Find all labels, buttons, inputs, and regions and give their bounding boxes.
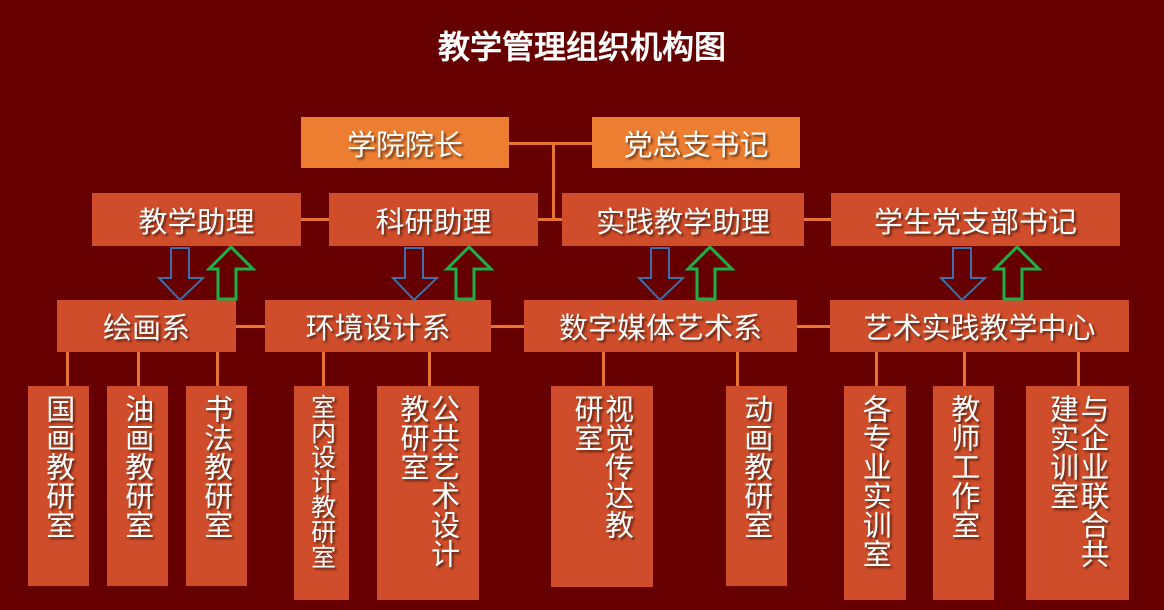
unit-box: 动画教研室 xyxy=(726,386,787,586)
up-arrow-icon xyxy=(991,244,1043,301)
connector xyxy=(1077,352,1080,386)
unit-box: 油画教研室 xyxy=(107,386,168,586)
teaching-assistant-box: 教学助理 xyxy=(92,193,301,246)
connector xyxy=(538,218,562,221)
connector xyxy=(602,352,605,386)
unit-label: 与企业联合共建实训室 xyxy=(1045,394,1110,568)
connector xyxy=(797,325,830,328)
unit-box: 教师工作室 xyxy=(933,386,994,600)
up-arrow-icon xyxy=(443,244,495,301)
up-arrow-icon xyxy=(684,244,736,301)
connector xyxy=(963,352,966,386)
connector xyxy=(301,218,329,221)
unit-box: 与企业联合共建实训室 xyxy=(1026,386,1129,600)
department-label: 环境设计系 xyxy=(305,311,451,345)
assistant-label: 实践教学助理 xyxy=(595,204,770,239)
chart-title: 教学管理组织机构图 xyxy=(437,28,726,66)
connector xyxy=(736,352,739,386)
unit-label: 公共艺术设计教研室 xyxy=(396,394,461,568)
dean-label: 学院院长 xyxy=(346,127,463,162)
connector xyxy=(875,352,878,386)
department-label: 绘画系 xyxy=(102,311,190,345)
unit-label: 国画教研室 xyxy=(41,394,76,539)
up-arrow-icon xyxy=(205,244,257,301)
dean-box: 学院院长 xyxy=(301,117,509,168)
connector xyxy=(137,352,140,386)
unit-label: 视觉传达教研室 xyxy=(570,394,635,539)
connector xyxy=(509,142,592,145)
connector xyxy=(322,352,325,386)
unit-box: 室内设计教研室 xyxy=(294,386,349,600)
connector xyxy=(804,218,831,221)
unit-label: 动画教研室 xyxy=(739,394,774,539)
down-arrow-icon xyxy=(636,247,686,302)
unit-box: 各专业实训室 xyxy=(844,386,906,600)
assistant-label: 教学助理 xyxy=(138,204,255,239)
unit-box: 视觉传达教研室 xyxy=(551,386,653,587)
unit-label: 教师工作室 xyxy=(946,394,981,539)
assistant-label: 学生党支部书记 xyxy=(873,204,1077,239)
connector xyxy=(236,325,265,328)
department-label: 数字媒体艺术系 xyxy=(558,311,762,345)
department-label: 艺术实践教学中心 xyxy=(863,311,1096,345)
environment-design-dept-box: 环境设计系 xyxy=(265,300,491,352)
unit-box: 国画教研室 xyxy=(28,386,89,586)
unit-box: 公共艺术设计教研室 xyxy=(377,386,479,600)
unit-label: 室内设计教研室 xyxy=(307,394,337,569)
connector xyxy=(216,352,219,386)
art-practice-center-box: 艺术实践教学中心 xyxy=(830,300,1129,352)
connector xyxy=(428,352,431,386)
down-arrow-icon xyxy=(938,247,988,302)
party-secretary-box: 党总支书记 xyxy=(592,117,800,168)
research-assistant-box: 科研助理 xyxy=(329,193,538,246)
connector xyxy=(66,352,69,386)
digital-media-dept-box: 数字媒体艺术系 xyxy=(524,300,797,352)
assistant-label: 科研助理 xyxy=(375,204,492,239)
practice-assistant-box: 实践教学助理 xyxy=(562,193,804,246)
unit-label: 各专业实训室 xyxy=(858,394,893,568)
down-arrow-icon xyxy=(390,247,440,302)
unit-box: 书法教研室 xyxy=(186,386,247,586)
unit-label: 油画教研室 xyxy=(120,394,155,539)
down-arrow-icon xyxy=(156,247,206,302)
connector xyxy=(491,325,524,328)
student-party-secretary-box: 学生党支部书记 xyxy=(831,193,1120,246)
connector xyxy=(552,143,555,220)
party-secretary-label: 党总支书记 xyxy=(623,127,769,162)
unit-label: 书法教研室 xyxy=(199,394,234,539)
painting-dept-box: 绘画系 xyxy=(57,300,236,352)
